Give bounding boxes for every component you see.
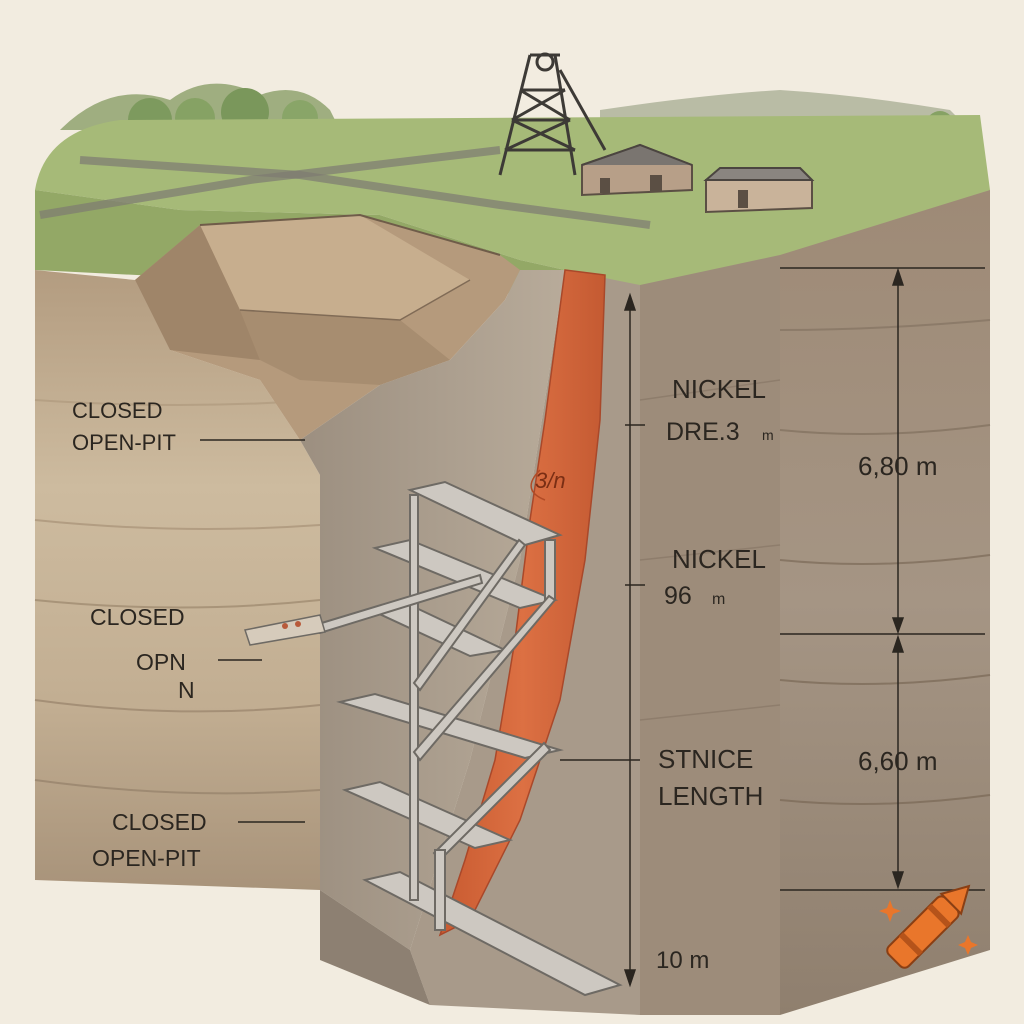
label-closed-open-pit-top-1: CLOSED bbox=[72, 398, 162, 423]
sparkle-icon bbox=[958, 935, 978, 955]
mine-headframe-icon bbox=[498, 52, 607, 176]
label-nickel-1-unit: m bbox=[762, 427, 774, 443]
label-nickel-2-unit: m bbox=[712, 591, 725, 608]
label-closed-open-pit-top-2: OPEN-PIT bbox=[72, 430, 176, 455]
mine-buildings bbox=[581, 143, 815, 214]
label-opn-1: OPN bbox=[136, 649, 186, 675]
depth-arrow bbox=[560, 292, 645, 988]
dimension-lines bbox=[780, 267, 985, 891]
sparkle-icon bbox=[879, 900, 901, 922]
label-dim-upper: 6,80 m bbox=[858, 451, 938, 481]
side-platform bbox=[244, 614, 326, 646]
label-dim-lower: 6,60 m bbox=[858, 746, 938, 776]
label-depth-10m: 10 m bbox=[656, 947, 709, 974]
left-pointers bbox=[200, 439, 305, 823]
label-nickel-1: NICKEL bbox=[672, 374, 766, 404]
label-closed-open-pit-bottom-1: CLOSED bbox=[112, 809, 207, 835]
label-opn-2: N bbox=[178, 677, 195, 703]
underground-tunnels bbox=[313, 480, 623, 997]
label-stnice: STNICE bbox=[658, 744, 753, 774]
label-length: LENGTH bbox=[658, 781, 763, 811]
ore-mark-label: 3/n bbox=[535, 468, 566, 493]
label-nickel-2-value: 96 bbox=[664, 582, 692, 610]
label-nickel-2: NICKEL bbox=[672, 544, 766, 574]
open-pit bbox=[135, 213, 520, 440]
label-closed-open-pit-bottom-2: OPEN-PIT bbox=[92, 845, 201, 871]
label-closed-mid: CLOSED bbox=[90, 604, 185, 630]
crayon-logo-icon bbox=[886, 884, 971, 969]
right-soil-block bbox=[639, 190, 991, 1015]
label-nickel-1-value: DRE.3 bbox=[666, 418, 740, 446]
ore-squiggle bbox=[530, 469, 546, 501]
